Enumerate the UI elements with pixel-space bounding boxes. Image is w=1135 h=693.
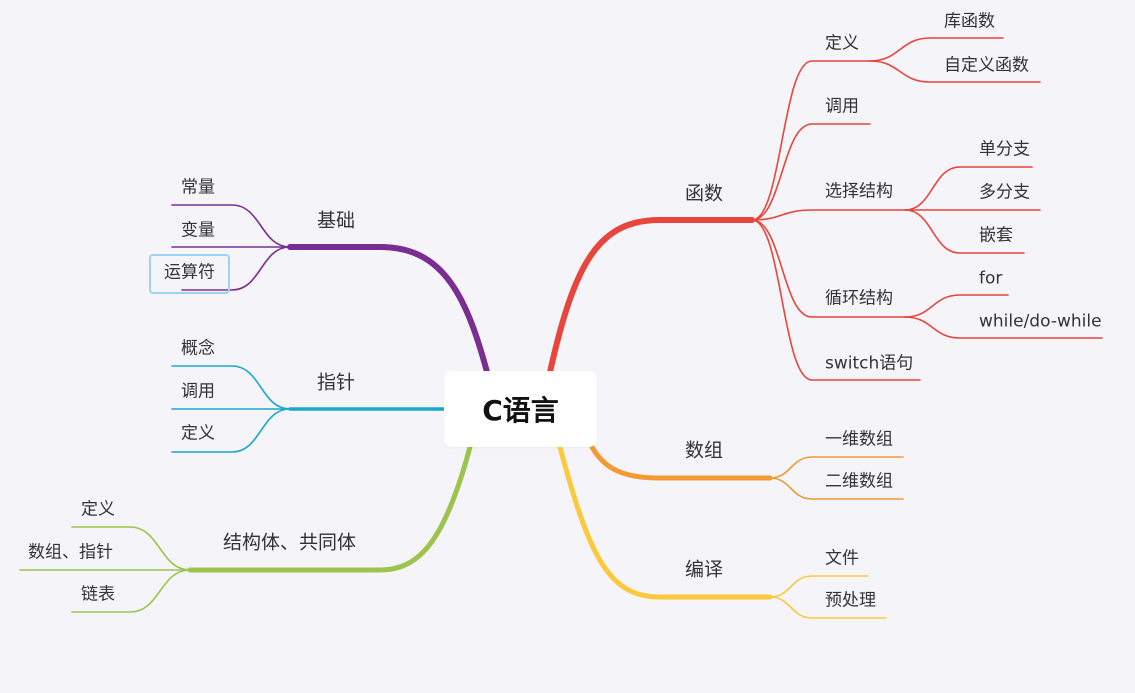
node-while[interactable]: while/do-while	[979, 311, 1102, 332]
link-function-select	[751, 209, 906, 221]
root-label: C语言	[482, 394, 559, 427]
node-2d-array[interactable]: 二维数组	[825, 471, 893, 492]
link-root-struct	[187, 444, 473, 573]
node-struct-array-pointer[interactable]: 数组、指针	[28, 542, 113, 563]
link-function-loop	[751, 219, 906, 318]
node-switch[interactable]: switch语句	[825, 353, 914, 374]
link-function-call	[751, 123, 871, 221]
node-1d-array[interactable]: 一维数组	[825, 429, 893, 450]
link-basic-operator	[181, 246, 291, 291]
node-custom-function[interactable]: 自定义函数	[944, 55, 1029, 76]
node-for[interactable]: for	[979, 268, 1003, 289]
link-define-library	[869, 37, 1004, 62]
link-basic-constant	[171, 204, 291, 248]
selection-highlight	[149, 254, 230, 294]
node-multi-branch[interactable]: 多分支	[979, 182, 1030, 203]
node-preprocess[interactable]: 预处理	[825, 590, 876, 611]
node-pointer-call[interactable]: 调用	[181, 381, 215, 402]
node-loop-structure[interactable]: 循环结构	[825, 288, 893, 309]
node-struct-define[interactable]: 定义	[81, 499, 115, 520]
link-root-basic	[287, 244, 490, 375]
node-operator[interactable]: 运算符	[164, 262, 215, 283]
node-function-define[interactable]: 定义	[825, 33, 859, 54]
link-loop-for	[904, 294, 1009, 318]
node-basic[interactable]: 基础	[316, 209, 355, 232]
node-library-function[interactable]: 库函数	[944, 11, 995, 32]
link-function-define	[751, 60, 871, 221]
node-array[interactable]: 数组	[685, 439, 724, 462]
link-struct-list	[71, 569, 191, 613]
node-linked-list[interactable]: 链表	[81, 584, 115, 605]
link-struct-define	[71, 526, 191, 571]
link-select-nested	[904, 209, 1025, 254]
node-selection-structure[interactable]: 选择结构	[825, 181, 893, 202]
link-root-array	[589, 444, 773, 481]
link-loop-while	[904, 316, 1103, 339]
link-pointer-concept	[171, 365, 291, 410]
link-select-single	[904, 166, 1033, 211]
link-root-compile	[557, 444, 773, 600]
node-pointer-define[interactable]: 定义	[181, 423, 215, 444]
node-nested[interactable]: 嵌套	[979, 225, 1013, 246]
node-function-call[interactable]: 调用	[825, 96, 859, 117]
node-file[interactable]: 文件	[825, 548, 859, 569]
node-constant[interactable]: 常量	[181, 177, 215, 198]
node-variable[interactable]: 变量	[181, 220, 215, 241]
node-pointer[interactable]: 指针	[316, 371, 355, 394]
root-node[interactable]: C语言	[444, 371, 597, 447]
node-function[interactable]: 函数	[685, 182, 724, 205]
node-pointer-concept[interactable]: 概念	[181, 338, 215, 359]
node-compile[interactable]: 编译	[685, 558, 724, 581]
link-compile-file	[769, 575, 869, 598]
node-struct-union[interactable]: 结构体、共同体	[222, 531, 356, 554]
link-array-2d	[769, 477, 904, 500]
link-array-1d	[769, 456, 904, 479]
link-pointer-define	[171, 408, 291, 453]
link-compile-preprocess	[769, 596, 887, 619]
link-function-switch	[751, 219, 921, 381]
link-define-custom	[869, 60, 1041, 83]
link-root-function	[547, 217, 755, 375]
node-single-branch[interactable]: 单分支	[979, 139, 1030, 160]
